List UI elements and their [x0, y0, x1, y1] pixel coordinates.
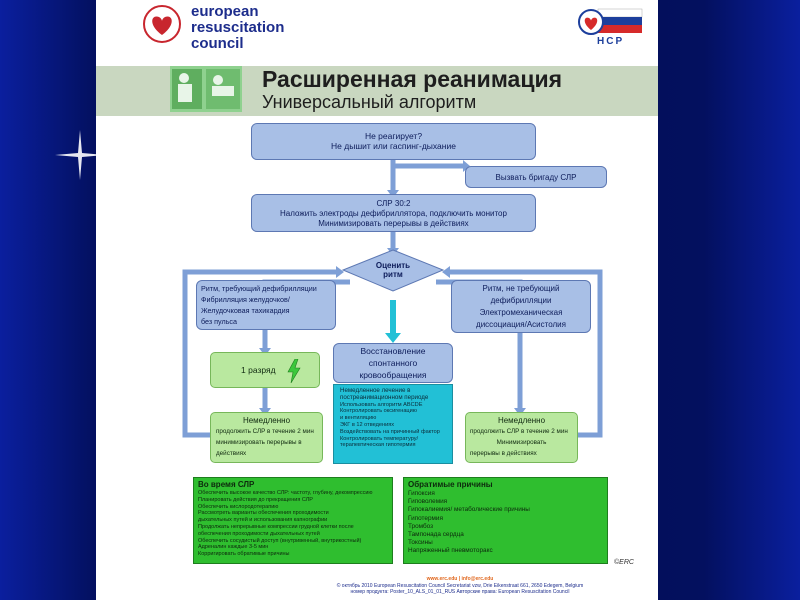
during-cpr-line: обеспечения проходимости дыхательных пут… — [198, 530, 320, 537]
during-cpr-line: Обеспечить высокое качество СЛР: частоту… — [198, 490, 373, 496]
during-cpr-box: Во время СЛР Обеспечить высокое качество… — [193, 477, 393, 564]
org-line1: european — [191, 3, 259, 20]
footer: www.erc.edu | info@erc.edu © октябрь 201… — [260, 576, 660, 596]
nsr-logo-text: НСР — [597, 36, 625, 47]
org-line2: resuscitation — [191, 19, 285, 36]
during-cpr-line: Планировать действия до прекращения СЛР — [198, 496, 313, 503]
right-continue-line: Немедленно — [497, 416, 546, 425]
post-line: Использовать алгоритм ABCDE — [340, 401, 423, 408]
reversible-line: Тромбоз — [408, 522, 434, 530]
left-continue-line: действиях — [216, 450, 247, 457]
shock-label: 1 разряд — [241, 365, 276, 375]
lightning-icon — [287, 359, 301, 383]
reversible-line: Гиповолемия — [408, 498, 448, 506]
right-continue-line: перерывы в действиях — [470, 450, 537, 457]
left-continue-line: Немедленно — [242, 416, 291, 425]
rosc-line: кровообращения — [359, 370, 427, 380]
during-cpr-line: Рассмотреть варианты обеспечения проходи… — [198, 510, 329, 517]
call-team-box: Вызвать бригаду СЛР — [465, 166, 607, 188]
arrowhead-right-loop — [442, 266, 450, 278]
post-line: Контролировать оксигенацию — [340, 408, 417, 415]
during-cpr-line: Корригировать обратимые причины — [198, 551, 290, 558]
post-line: ЭКГ в 12 отведениях — [340, 421, 395, 428]
shockable-line: Ритм, требующий дефибрилляции — [201, 284, 317, 293]
right-continue-line: Минимизировать — [496, 439, 547, 446]
right-continue-line: продолжить СЛР в течение 2 мин — [470, 428, 568, 435]
arrow-left-loop — [182, 269, 338, 438]
cpr-box: СЛР 30:2 Наложить электроды дефибриллято… — [251, 194, 536, 232]
post-line: постреанимационном периоде — [340, 393, 429, 401]
resuscitation-photo-icon — [170, 66, 242, 112]
post-line: терапевтическая гипотермия — [340, 442, 416, 449]
erc-signature: ©ERC — [614, 559, 634, 566]
during-cpr-line: Обеспечить кислородотерапию — [198, 503, 279, 510]
post-resuscitation-box: Немедленное лечение в постреанимационном… — [333, 384, 453, 464]
erc-logo-icon — [143, 5, 181, 43]
erc-name: european resuscitation council — [191, 4, 284, 52]
page-subtitle: Универсальный алгоритм — [262, 92, 477, 112]
nonshockable-line: дефибрилляции — [490, 296, 552, 305]
shock-box: 1 разряд — [210, 352, 320, 388]
footer-url-link[interactable]: www.erc.edu | info@erc.edu — [426, 576, 494, 582]
during-cpr-line: Продолжать непрерывные компрессии грудно… — [198, 523, 354, 530]
page-title: Расширенная реанимация — [262, 66, 563, 92]
arrow-right-loop — [448, 269, 603, 438]
assess-diamond — [341, 249, 445, 292]
during-cpr-line: дыхательных путей и использования капног… — [198, 517, 328, 524]
post-line: Контролировать температуру/ — [340, 435, 419, 442]
during-cpr-heading: Во время СЛР — [198, 480, 255, 489]
arrowhead-rosc — [385, 333, 401, 343]
reversible-line: Гипоксия — [408, 490, 435, 497]
reversible-heading: Обратимые причины — [408, 480, 493, 489]
reversible-line: Токсины — [408, 539, 433, 547]
unresponsive-box: Не реагирует? Не дышит или гаспинг-дыхан… — [251, 123, 536, 160]
rosc-line: спонтанного — [368, 358, 418, 368]
cpr-line1: СЛР 30:2 — [376, 199, 411, 208]
reversible-line: Тампонада сердца — [408, 531, 464, 539]
during-cpr-line: Обеспечить сосудистый доступ (внутривенн… — [198, 537, 362, 544]
arrowhead-call — [463, 160, 470, 172]
footer-product: номер продукта: Poster_10_ALS_01_01_RUS … — [350, 589, 570, 595]
reversible-line: Гипокалиемия/ метаболические причины — [408, 506, 530, 514]
reversible-line: Напряженный пневмоторакс — [408, 547, 493, 555]
nonshockable-line: диссоциация/Асистолия — [476, 320, 566, 329]
post-line: Воздействовать на причинный фактор — [340, 428, 440, 435]
left-continue-box: Немедленно продолжить СЛР в течение 2 ми… — [210, 412, 323, 463]
assess-line2: ритм — [383, 270, 403, 279]
left-continue-line: минимизировать перерывы в — [216, 439, 302, 446]
sparkle-icon — [55, 130, 105, 180]
right-continue-box: Немедленно продолжить СЛР в течение 2 ми… — [465, 412, 578, 463]
reversible-line: Гипотермия — [408, 514, 443, 522]
shockable-line: Желудочковая тахикардия — [201, 306, 290, 315]
nonshockable-box: Ритм, не требующий дефибрилляции Электро… — [451, 280, 591, 333]
org-line3: council — [191, 35, 244, 52]
cpr-line3: Минимизировать перерывы в действиях — [318, 219, 469, 228]
shockable-box: Ритм, требующий дефибрилляции Фибрилляци… — [196, 280, 336, 330]
post-line: и вентиляцию — [340, 415, 377, 422]
during-cpr-line: Адреналин каждые 3-5 мин — [198, 544, 269, 551]
arrowhead-left-loop — [336, 266, 344, 278]
nsr-flag-logo-icon — [578, 8, 643, 35]
unresponsive-line1: Не реагирует? — [364, 131, 423, 141]
post-line: Немедленное лечение в — [340, 387, 411, 394]
rosc-line: Восстановление — [360, 346, 426, 356]
assess-line1: Оценить — [375, 261, 411, 270]
call-team-label: Вызвать бригаду СЛР — [495, 173, 577, 182]
cpr-line2: Наложить электроды дефибриллятора, подкл… — [280, 209, 507, 218]
rosc-box: Восстановление спонтанного кровообращени… — [333, 343, 453, 383]
assess-label: Оценить ритм — [353, 261, 433, 279]
left-continue-line: продолжить СЛР в течение 2 мин — [216, 428, 314, 435]
footer-copyright: © октябрь 2010 European Resuscitation Co… — [336, 582, 584, 589]
shockable-line: без пульса — [201, 317, 238, 326]
reversible-causes-box: Обратимые причины Гипоксия Гиповолемия Г… — [403, 477, 608, 564]
unresponsive-line2: Не дышит или гаспинг-дыхание — [331, 141, 456, 151]
nonshockable-line: Ритм, не требующий — [482, 284, 560, 293]
nonshockable-line: Электромеханическая — [479, 308, 563, 317]
shockable-line: Фибрилляция желудочков/ — [201, 295, 290, 304]
